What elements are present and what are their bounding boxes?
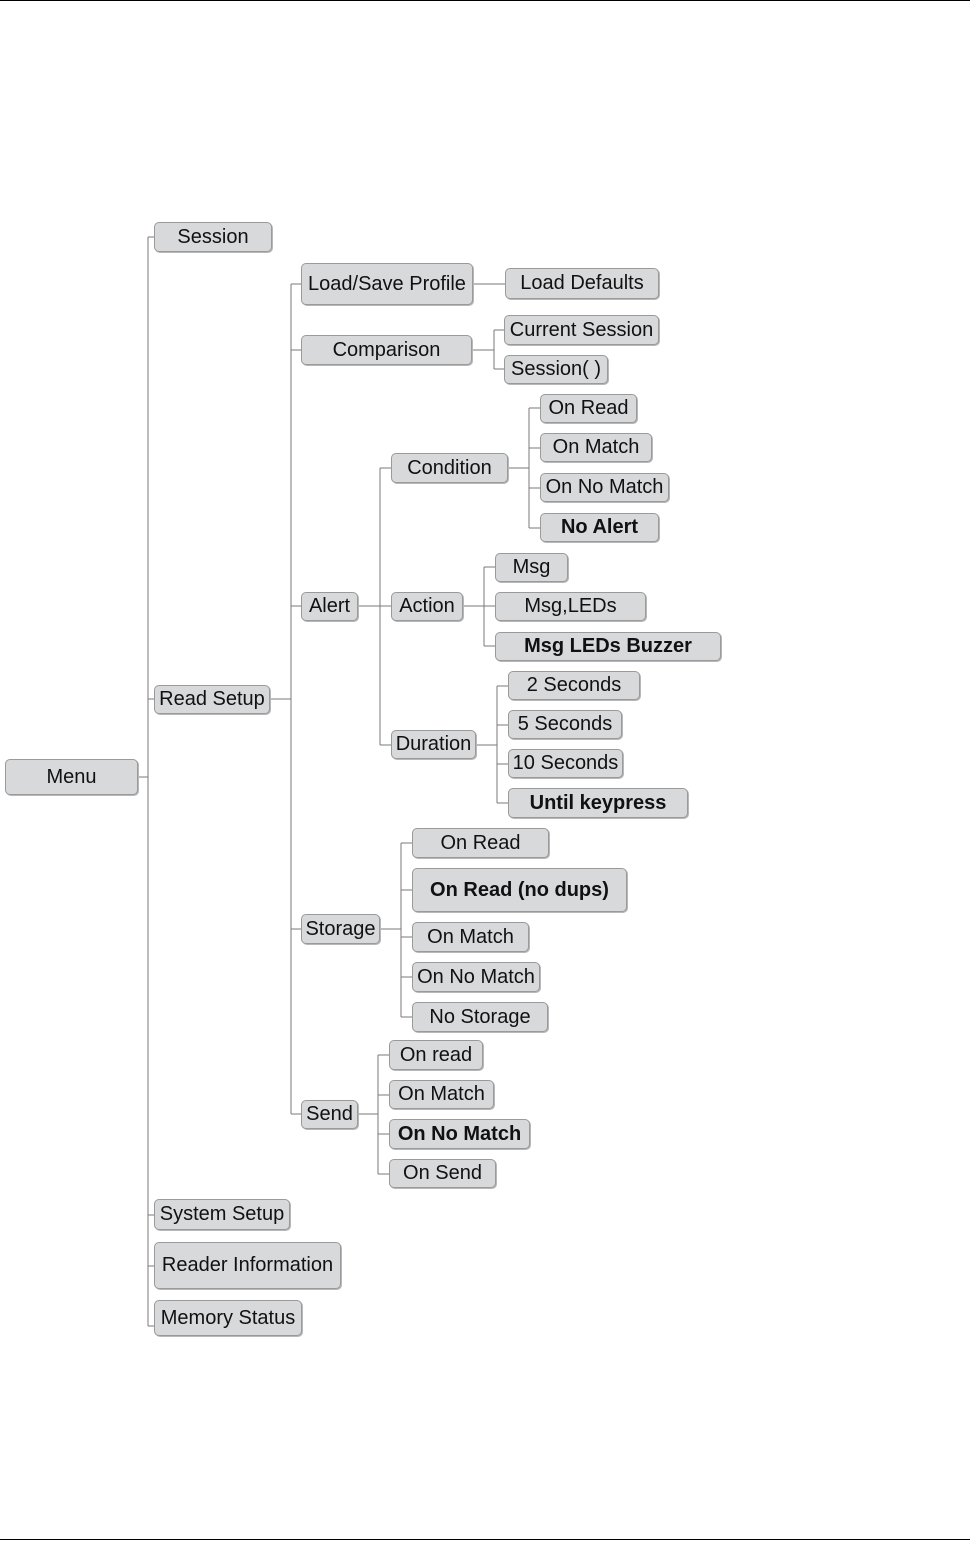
top-rule: [0, 0, 970, 1]
bottom-rule: [0, 1539, 970, 1540]
node-storage-no-storage[interactable]: No Storage: [412, 1002, 548, 1032]
node-session[interactable]: Session: [154, 222, 272, 252]
node-duration-5-seconds[interactable]: 5 Seconds: [508, 710, 622, 739]
node-action-msg[interactable]: Msg: [495, 553, 568, 582]
node-storage-on-read-no-dups[interactable]: On Read (no dups): [412, 868, 627, 912]
node-system-setup[interactable]: System Setup: [154, 1199, 290, 1230]
node-condition-on-no-match[interactable]: On No Match: [540, 473, 669, 502]
node-reader-information[interactable]: Reader Information: [154, 1242, 341, 1289]
node-send-on-match[interactable]: On Match: [389, 1080, 494, 1109]
node-send-on-send[interactable]: On Send: [389, 1159, 496, 1188]
node-condition[interactable]: Condition: [391, 453, 508, 483]
node-storage-on-no-match[interactable]: On No Match: [412, 962, 540, 992]
node-alert[interactable]: Alert: [301, 592, 358, 621]
node-send-on-read[interactable]: On read: [389, 1040, 483, 1070]
node-action[interactable]: Action: [391, 592, 463, 621]
node-condition-on-read[interactable]: On Read: [540, 394, 637, 423]
node-memory-status[interactable]: Memory Status: [154, 1300, 302, 1336]
node-duration-until-keypress[interactable]: Until keypress: [508, 788, 688, 818]
node-duration-2-seconds[interactable]: 2 Seconds: [508, 671, 640, 700]
node-menu[interactable]: Menu: [5, 759, 138, 795]
node-duration-10-seconds[interactable]: 10 Seconds: [508, 749, 623, 778]
node-action-msg-leds[interactable]: Msg,LEDs: [495, 592, 646, 621]
node-duration[interactable]: Duration: [391, 730, 476, 759]
node-session-paren[interactable]: Session( ): [504, 355, 608, 384]
node-storage[interactable]: Storage: [301, 914, 380, 944]
node-send-on-no-match[interactable]: On No Match: [389, 1119, 530, 1149]
node-condition-on-match[interactable]: On Match: [540, 433, 652, 462]
node-load-save-profile[interactable]: Load/Save Profile: [301, 263, 473, 305]
node-storage-on-match[interactable]: On Match: [412, 922, 529, 952]
node-current-session[interactable]: Current Session: [504, 315, 659, 345]
node-storage-on-read[interactable]: On Read: [412, 828, 549, 858]
node-load-defaults[interactable]: Load Defaults: [505, 268, 659, 299]
node-send[interactable]: Send: [301, 1100, 358, 1129]
node-action-msg-leds-buzzer[interactable]: Msg LEDs Buzzer: [495, 632, 721, 661]
node-condition-no-alert[interactable]: No Alert: [540, 513, 659, 542]
node-comparison[interactable]: Comparison: [301, 335, 472, 365]
node-read-setup[interactable]: Read Setup: [154, 685, 270, 714]
